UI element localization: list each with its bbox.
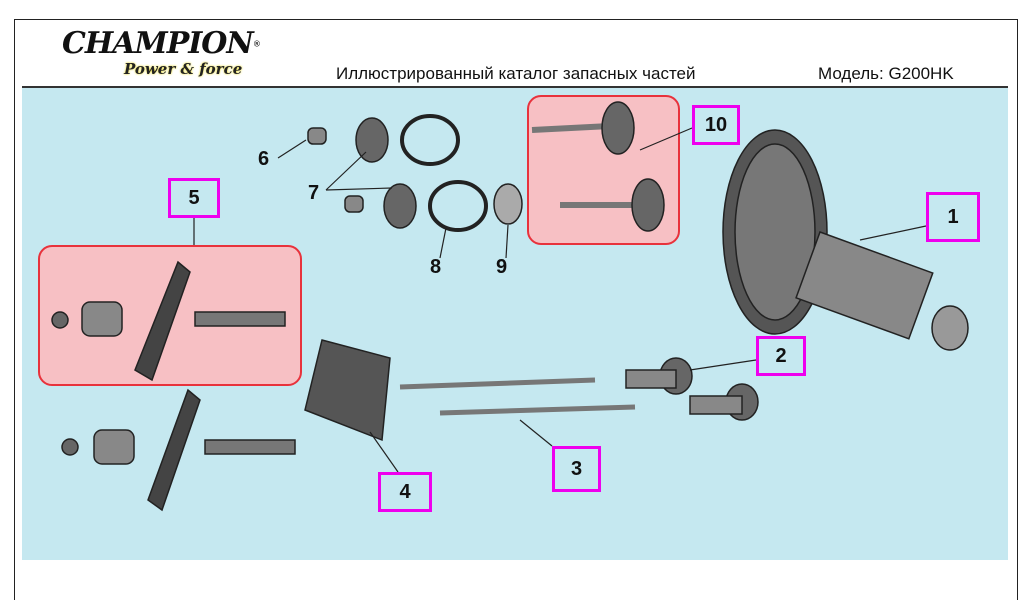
header-divider	[22, 86, 1008, 88]
model-label: Модель: G200HK	[818, 64, 954, 83]
brand-name: CHAMPION	[62, 26, 254, 61]
camshaft-gear	[722, 129, 969, 351]
callout-4[interactable]: 4	[378, 472, 432, 512]
push-rod	[439, 404, 636, 416]
callout-number: 3	[570, 457, 583, 480]
callout-6[interactable]: 6	[258, 148, 270, 170]
champion-logo: CHAMPION®	[62, 26, 261, 61]
callout-1[interactable]: 1	[926, 192, 980, 242]
page-frame	[14, 19, 1018, 600]
callout-number: 5	[188, 186, 200, 209]
callout-number: 4	[399, 480, 411, 503]
callout-2[interactable]: 2	[756, 336, 806, 376]
rocker-arm-assembly	[51, 260, 296, 512]
callout-number: 10	[704, 113, 728, 136]
callout-number: 2	[775, 344, 787, 367]
push-rod	[399, 377, 596, 390]
callout-10[interactable]: 10	[692, 105, 740, 145]
tagline: Power & force	[124, 60, 243, 78]
callout-8[interactable]: 8	[430, 256, 442, 278]
valve-tappets	[625, 357, 759, 421]
callout-7[interactable]: 7	[308, 182, 320, 204]
callout-number: 1	[947, 205, 959, 228]
catalog-title: Иллюстрированный каталог запасных частей	[336, 64, 696, 83]
callout-9[interactable]: 9	[496, 256, 508, 278]
callout-3[interactable]: 3	[552, 446, 601, 492]
callout-5[interactable]: 5	[168, 178, 220, 218]
push-rod-guide-plate	[304, 339, 391, 442]
